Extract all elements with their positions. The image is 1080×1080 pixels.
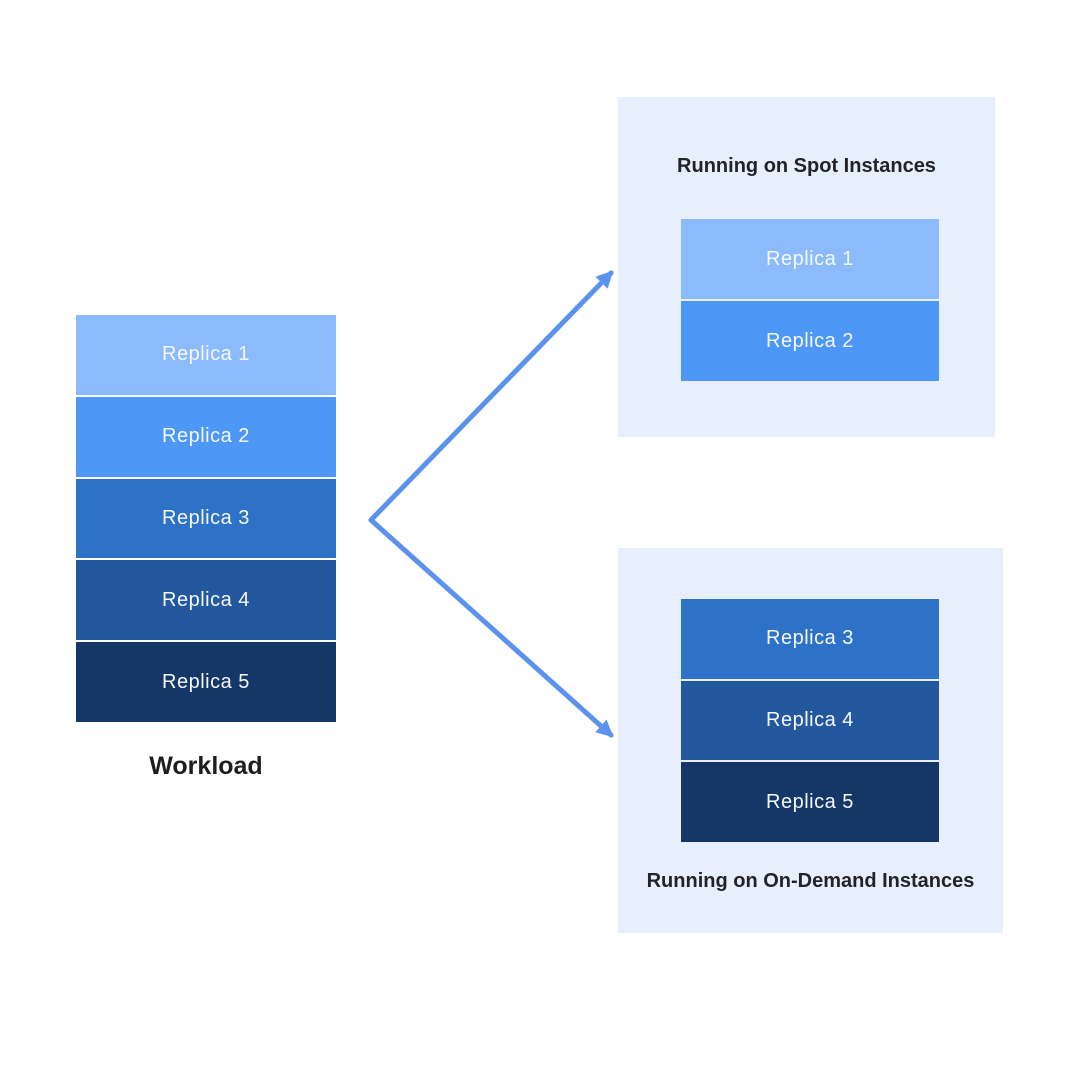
workload-label: Workload	[149, 752, 263, 780]
spot-replica-1: Replica 1	[681, 219, 939, 299]
ondemand-replica-5: Replica 5	[681, 762, 939, 843]
arrow-to-spot	[368, 270, 614, 523]
spot-instances-panel: Running on Spot Instances Replica 1 Repl…	[618, 97, 995, 437]
spot-replica-stack: Replica 1 Replica 2	[681, 219, 939, 381]
workload-replica-4: Replica 4	[76, 560, 336, 641]
ondemand-replica-3: Replica 3	[681, 599, 939, 679]
ondemand-replica-4: Replica 4	[681, 680, 939, 761]
workload-replica-2: Replica 2	[76, 396, 336, 477]
ondemand-replica-stack: Replica 3 Replica 4 Replica 5	[681, 599, 939, 843]
ondemand-instances-panel: Replica 3 Replica 4 Replica 5 Running on…	[618, 548, 1003, 933]
ondemand-panel-title: Running on On-Demand Instances	[646, 870, 975, 892]
workload-replica-1: Replica 1	[76, 315, 336, 395]
workload-replica-5: Replica 5	[76, 642, 336, 722]
workload-stack: Replica 1 Replica 2 Replica 3 Replica 4 …	[76, 315, 336, 722]
spot-replica-2: Replica 2	[681, 301, 939, 381]
workload-replica-3: Replica 3	[76, 478, 336, 559]
spot-panel-title: Running on Spot Instances	[677, 155, 936, 177]
arrow-to-ondemand	[368, 517, 614, 738]
